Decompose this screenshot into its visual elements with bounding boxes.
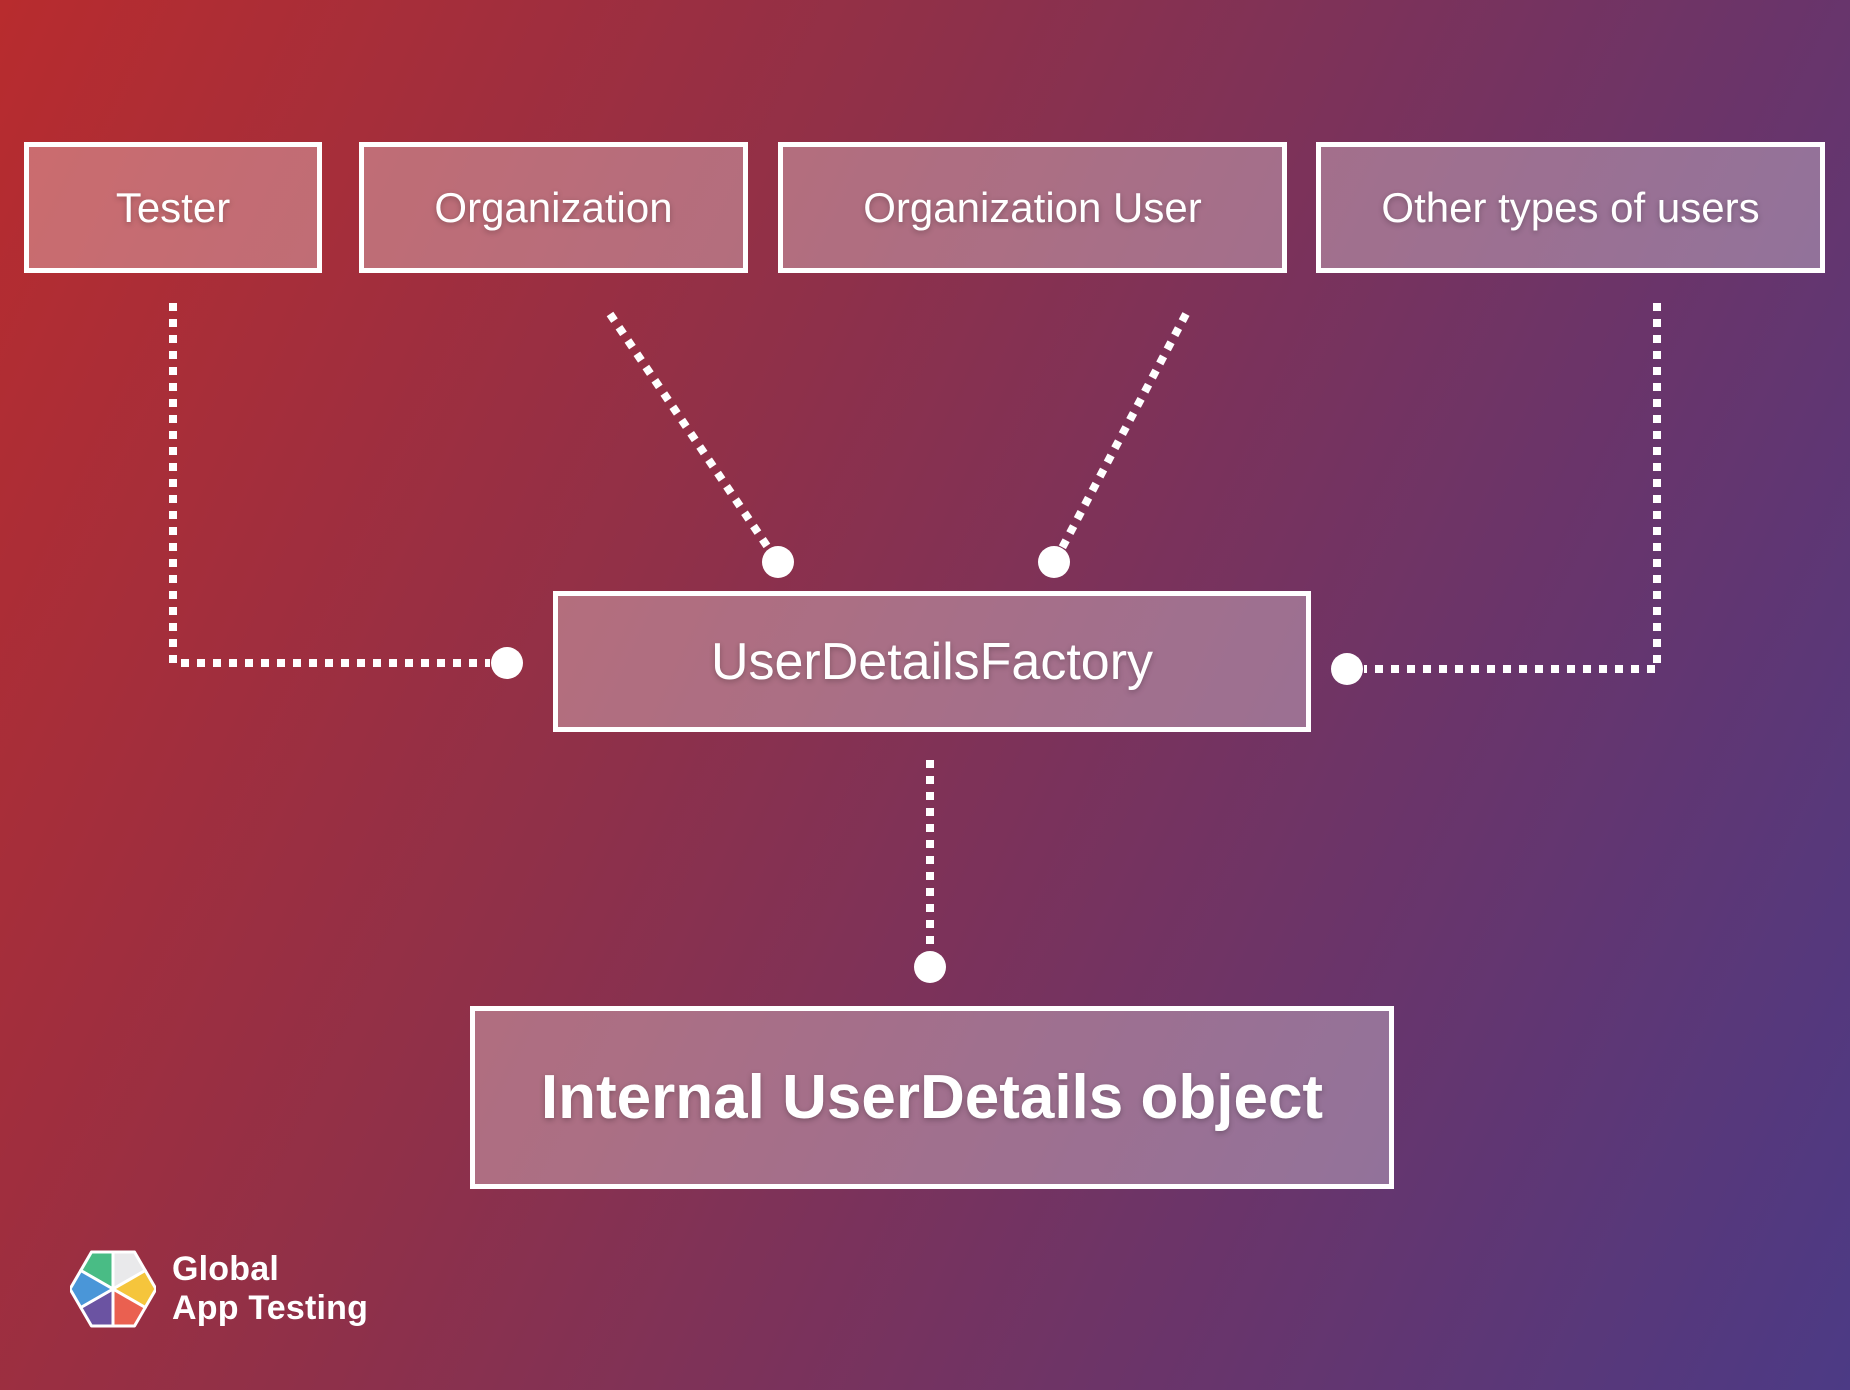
connector-organization-to-factory bbox=[606, 311, 794, 578]
connector-tester-to-factory bbox=[169, 303, 523, 679]
hexagon-face-blue bbox=[70, 1269, 115, 1309]
node-organization: Organization bbox=[359, 142, 748, 273]
connector-other-users-to-factory bbox=[1331, 303, 1661, 685]
node-label: Internal UserDetails object bbox=[540, 1063, 1324, 1132]
node-label: Organization User bbox=[863, 183, 1202, 231]
logo-wordmark: Global App Testing bbox=[172, 1250, 368, 1328]
node-label: UserDetailsFactory bbox=[710, 632, 1154, 691]
global-app-testing-logo: Global App Testing bbox=[70, 1248, 368, 1330]
node-tester: Tester bbox=[24, 142, 322, 273]
connector-factory-to-output bbox=[914, 760, 946, 983]
node-other-users: Other types of users bbox=[1316, 142, 1825, 273]
connector-endpoint-dot bbox=[914, 951, 946, 983]
connector-endpoint-dot bbox=[491, 647, 523, 679]
connector-endpoint-dot bbox=[762, 546, 794, 578]
connector-endpoint-dot bbox=[1038, 546, 1070, 578]
connector-organization-user-to-factory bbox=[1038, 312, 1190, 578]
node-organization-user: Organization User bbox=[778, 142, 1287, 273]
connector-endpoint-dot bbox=[1331, 653, 1363, 685]
node-internal-user-details-object: Internal UserDetails object bbox=[470, 1006, 1394, 1189]
node-user-details-factory: UserDetailsFactory bbox=[553, 591, 1311, 732]
logo-line-1: Global bbox=[172, 1250, 279, 1288]
node-label: Other types of users bbox=[1381, 183, 1760, 231]
logo-line-2: App Testing bbox=[172, 1289, 369, 1327]
hexagon-cube-icon bbox=[70, 1250, 156, 1328]
node-label: Tester bbox=[115, 183, 231, 231]
node-label: Organization bbox=[434, 183, 673, 231]
